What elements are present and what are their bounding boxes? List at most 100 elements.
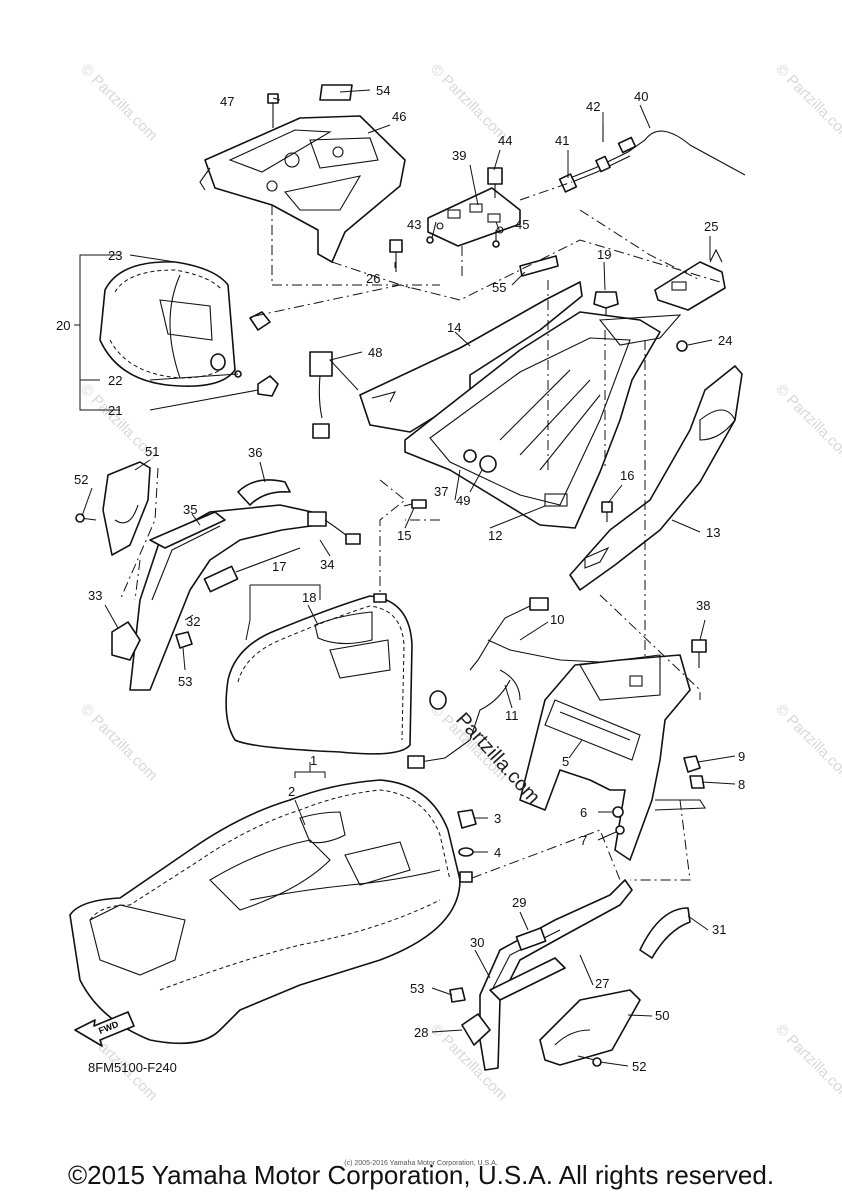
callout-47[interactable]: 47 [220,94,234,109]
callout-20[interactable]: 20 [56,318,70,333]
callout-29[interactable]: 29 [512,895,526,910]
tool-bag-cap[interactable] [210,311,271,371]
right-cover-bolt[interactable] [577,1055,602,1067]
callout-1[interactable]: 1 [310,753,317,768]
callout-31[interactable]: 31 [712,922,726,937]
main-seat[interactable] [69,779,473,1045]
callout-17[interactable]: 17 [272,559,286,574]
cover-bolt[interactable] [75,513,97,523]
callout-42[interactable]: 42 [586,99,600,114]
callout-32[interactable]: 32 [186,614,200,629]
callout-41[interactable]: 41 [555,133,569,148]
grab-bar-pad[interactable] [149,511,226,549]
callout-23[interactable]: 23 [108,248,122,263]
damper[interactable] [683,755,701,773]
left-grab-cover[interactable] [102,461,151,556]
heater-lead[interactable] [203,547,301,593]
callout-53-right[interactable]: 53 [410,981,424,996]
right-grab-grip[interactable] [639,907,691,959]
callout-28[interactable]: 28 [414,1025,428,1040]
washer-small[interactable] [615,825,625,835]
callout-39[interactable]: 39 [452,148,466,163]
callout-19[interactable]: 19 [597,247,611,262]
callout-46[interactable]: 46 [392,109,406,124]
callout-27[interactable]: 27 [595,976,609,991]
callout-43[interactable]: 43 [407,217,421,232]
callout-30[interactable]: 30 [470,935,484,950]
tool-bag-knob[interactable] [257,375,279,397]
seat-switch[interactable] [309,351,333,439]
callout-34[interactable]: 34 [320,557,334,572]
bar-nut[interactable] [175,631,193,649]
rear-rack-frame[interactable] [519,654,706,861]
washer[interactable] [676,340,688,352]
caution-label[interactable] [519,255,559,277]
callout-38[interactable]: 38 [696,598,710,613]
seat-nut[interactable] [457,809,477,829]
callout-52-left[interactable]: 52 [74,472,88,487]
carrier-label[interactable] [319,84,353,101]
right-bar-nut[interactable] [449,987,466,1003]
callout-16[interactable]: 16 [620,468,634,483]
callout-3[interactable]: 3 [494,811,501,826]
grab-connector[interactable] [307,511,361,545]
callout-45[interactable]: 45 [515,217,529,232]
right-grab-bar-pad[interactable] [489,957,566,1001]
callout-21[interactable]: 21 [108,403,122,418]
callout-22[interactable]: 22 [108,373,122,388]
seat-frame[interactable] [359,281,682,529]
callout-10[interactable]: 10 [550,612,564,627]
nut[interactable] [612,806,624,818]
frame-screw[interactable] [403,499,427,509]
luggage-carrier[interactable] [199,115,406,263]
callout-52-right[interactable]: 52 [632,1059,646,1074]
callout-35[interactable]: 35 [183,502,197,517]
callout-11[interactable]: 11 [505,708,519,723]
callout-14[interactable]: 14 [447,320,461,335]
seat-lock-bracket[interactable] [427,187,521,247]
callout-25[interactable]: 25 [704,219,718,234]
callout-40[interactable]: 40 [634,89,648,104]
right-grab-cover[interactable] [539,989,641,1066]
passenger-seat[interactable] [225,593,413,755]
callout-48[interactable]: 48 [368,345,382,360]
callout-36[interactable]: 36 [248,445,262,460]
callout-13[interactable]: 13 [706,525,720,540]
grab-grip[interactable] [237,479,291,506]
callout-6[interactable]: 6 [580,805,587,820]
wire-harness[interactable] [407,597,601,769]
left-grab-bar[interactable] [129,504,319,691]
callout-37[interactable]: 37 [434,484,448,499]
side-cover[interactable] [569,365,743,591]
callout-5[interactable]: 5 [562,754,569,769]
callout-2[interactable]: 2 [288,784,295,799]
small-screw[interactable] [492,230,500,248]
tool-bag[interactable] [99,261,236,387]
callout-33[interactable]: 33 [88,588,102,603]
lock-plate[interactable] [654,248,726,311]
callout-7[interactable]: 7 [580,833,587,848]
callout-4[interactable]: 4 [494,845,501,860]
callout-44[interactable]: 44 [498,133,512,148]
callout-12[interactable]: 12 [488,528,502,543]
callout-15[interactable]: 15 [397,528,411,543]
callout-26[interactable]: 26 [366,271,380,286]
flange-nut[interactable] [689,775,705,789]
mount-bolt[interactable] [389,239,403,272]
bar-end-cap[interactable] [111,621,141,661]
callout-18[interactable]: 18 [302,590,316,605]
callout-24[interactable]: 24 [718,333,732,348]
right-heater-lead[interactable] [515,927,547,951]
callout-49[interactable]: 49 [456,493,470,508]
callout-8[interactable]: 8 [738,777,745,792]
callout-50[interactable]: 50 [655,1008,669,1023]
callout-54[interactable]: 54 [376,83,390,98]
frame-bolt[interactable] [601,501,613,522]
lock-spring[interactable] [426,236,434,244]
seat-lock-cable[interactable] [558,125,746,193]
rack-bolt[interactable] [691,639,707,668]
callout-53-left[interactable]: 53 [178,674,192,689]
callout-9[interactable]: 9 [738,749,745,764]
callout-55[interactable]: 55 [492,280,506,295]
callout-51[interactable]: 51 [145,444,159,459]
